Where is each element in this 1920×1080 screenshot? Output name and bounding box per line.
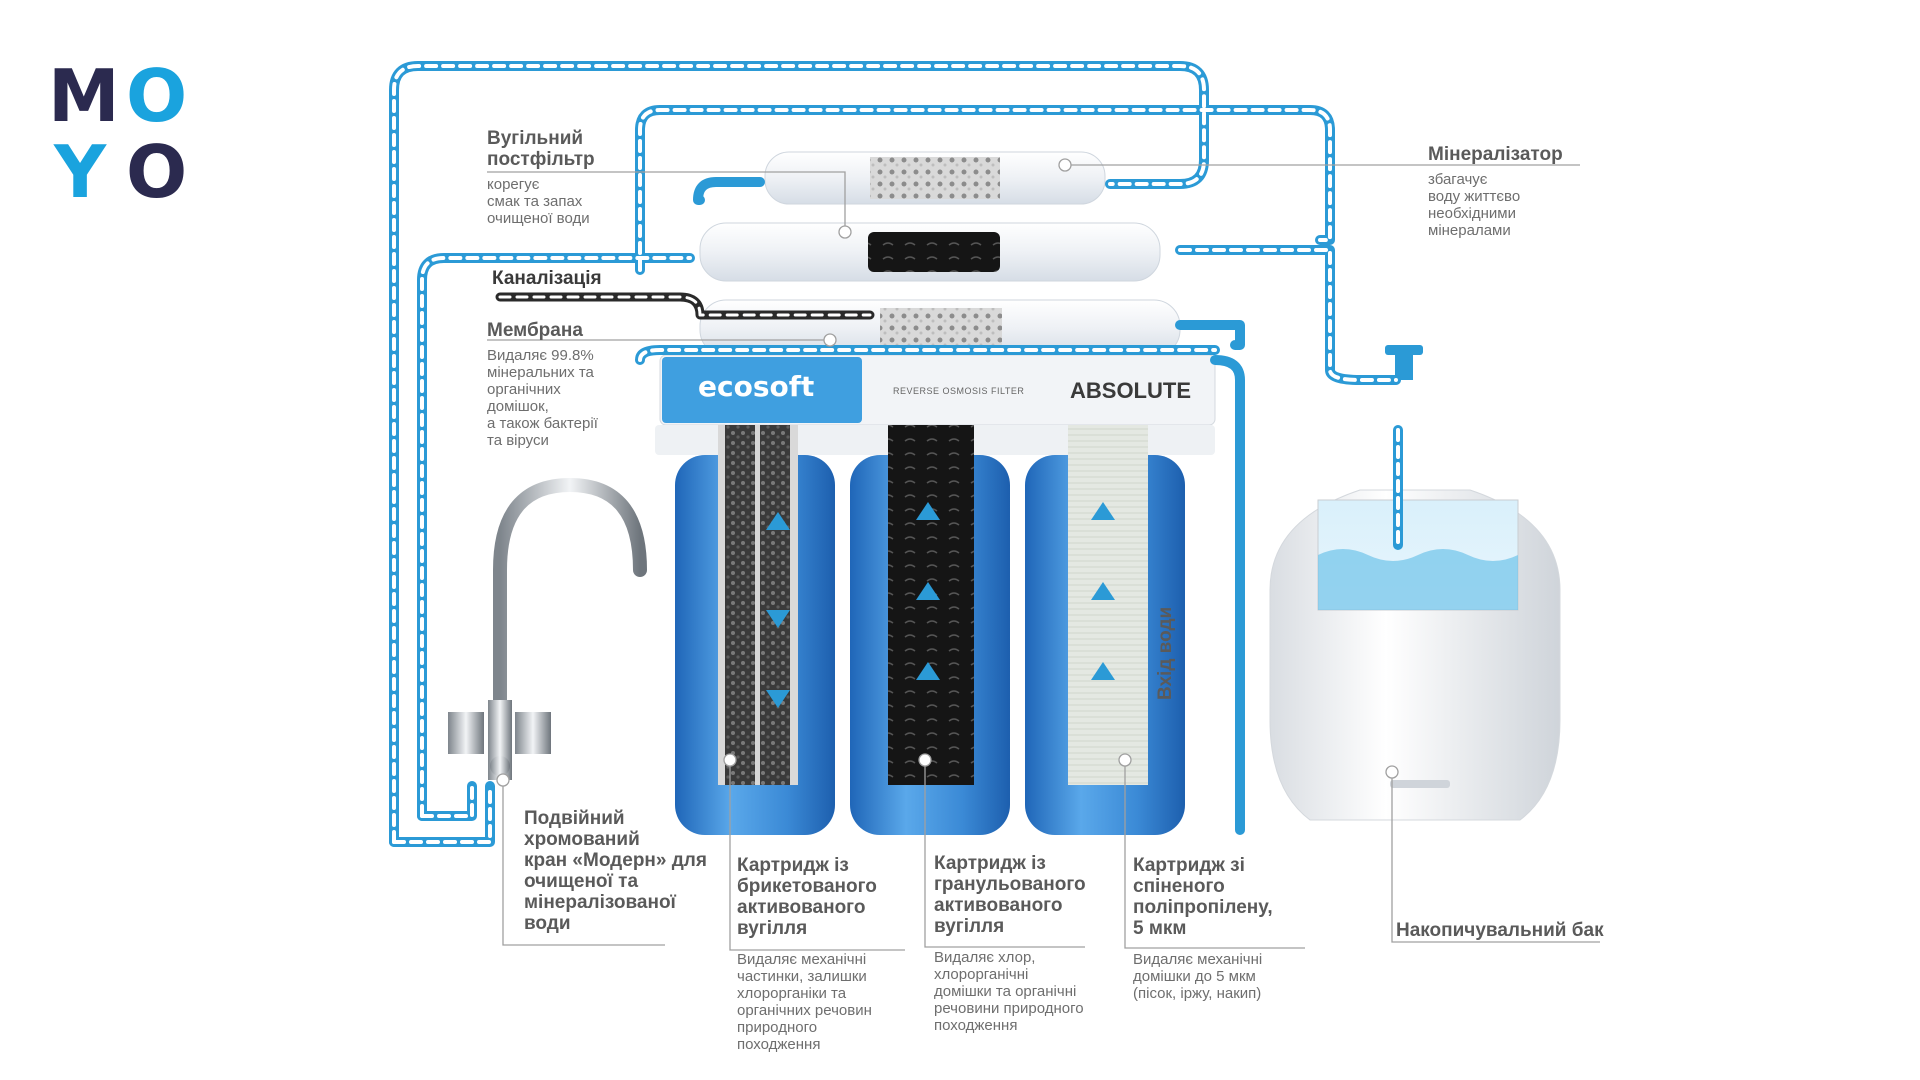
cartridge3-title-3: поліпропілену, <box>1133 897 1273 918</box>
brand-tagline: REVERSE OSMOSIS FILTER <box>893 386 1025 396</box>
cartridge1-desc-4: органічних речовин <box>737 1002 872 1019</box>
membrane-desc-4: домішок, <box>487 398 549 415</box>
cartridge1-title-2: брикетованого <box>737 876 877 897</box>
label-drain: Каналізація <box>492 268 602 289</box>
cartridge1-title-3: активованого <box>737 897 866 918</box>
label-cartridge-2: Картридж із гранульованого активованого … <box>934 853 1086 1034</box>
mineralizer-desc-4: мінералами <box>1428 222 1511 239</box>
faucet-title-4: очищеної та <box>524 871 639 892</box>
cartridge2-title-1: Картридж із <box>934 853 1046 874</box>
storage-tank <box>1269 345 1561 821</box>
cartridge1-title-1: Картридж із <box>737 855 849 876</box>
faucet-title-5: мінералізованої <box>524 892 676 913</box>
membrane-desc-2: мінеральних та <box>487 364 594 381</box>
mineralizer-desc-3: необхідними <box>1428 205 1517 222</box>
mineralizer-title: Мінералізатор <box>1428 144 1563 165</box>
label-postfilter: Вугільний постфільтр корегує смак та зап… <box>487 128 595 227</box>
mineralizer-desc-2: воду життєво <box>1428 188 1521 205</box>
postfilter-desc-1: корегує <box>487 176 540 193</box>
drain-pipe <box>495 292 875 320</box>
flow-arrows <box>766 502 1115 708</box>
cartridge3-desc-3: (пісок, іржу, накип) <box>1133 985 1262 1002</box>
label-tank: Накопичувальний бак <box>1396 920 1604 941</box>
pipes <box>389 61 1403 847</box>
housing-1 <box>675 425 835 835</box>
logo-letter-m: M <box>48 54 120 138</box>
label-cartridge-3: Картридж зі спіненого поліпропілену, 5 м… <box>1133 855 1273 1002</box>
faucet-title-1: Подвійний <box>524 808 625 829</box>
membrane-desc-6: та віруси <box>487 432 549 449</box>
faucet-title-2: хромований <box>524 829 640 850</box>
label-mineralizer: Мінералізатор збагачує воду життєво необ… <box>1428 144 1563 239</box>
faucet-title-3: кран «Модерн» для <box>524 850 707 871</box>
label-membrane: Мембрана Видаляє 99.8% мінеральних та ор… <box>487 320 598 449</box>
label-cartridge-1: Картридж із брикетованого активованого в… <box>737 855 877 1053</box>
housing-3 <box>1025 425 1185 835</box>
cartridge3-desc-2: домішки до 5 мкм <box>1133 968 1256 985</box>
cartridge2-title-2: гранульованого <box>934 874 1086 895</box>
cartridge3-title-2: спіненого <box>1133 876 1225 897</box>
membrane-desc-5: а також бактерії <box>487 415 598 432</box>
postfilter-title-1: Вугільний <box>487 128 584 149</box>
brand-ecosoft: ecosoft <box>698 370 815 403</box>
faucet-title-6: води <box>524 913 571 934</box>
mineralizer-desc-1: збагачує <box>1428 171 1488 188</box>
cartridge3-title-4: 5 мкм <box>1133 918 1187 939</box>
cartridge2-desc-4: речовини природного <box>934 1000 1084 1017</box>
postfilter-housing <box>699 222 1161 282</box>
postfilter-desc-3: очищеної води <box>487 210 590 227</box>
postfilter-title-2: постфільтр <box>487 149 595 170</box>
label-faucet: Подвійний хромований кран «Модерн» для о… <box>524 808 707 934</box>
cartridge1-desc-6: походження <box>737 1036 821 1053</box>
cartridge1-title-4: вугілля <box>737 918 808 939</box>
cartridge3-title-1: Картридж зі <box>1133 855 1245 876</box>
logo-letter-o1: O <box>126 54 188 138</box>
label-inlet: Вхід води <box>1155 606 1176 700</box>
leader-lines <box>487 158 1600 951</box>
postfilter-desc-2: смак та запах <box>487 193 583 210</box>
membrane-desc-1: Видаляє 99.8% <box>487 347 594 364</box>
faucet <box>448 477 647 780</box>
cartridge1-desc-3: хлорорганіки та <box>737 985 847 1002</box>
cartridge1-desc-5: природного <box>737 1019 818 1036</box>
cartridge2-title-3: активованого <box>934 895 1063 916</box>
cartridge2-desc-5: походження <box>934 1017 1018 1034</box>
moyo-logo[interactable]: M O Y O <box>48 60 198 210</box>
cartridge2-desc-2: хлорорганічні <box>934 966 1029 983</box>
cartridge1-desc-1: Видаляє механічні <box>737 951 867 968</box>
logo-letter-y: Y <box>54 130 107 214</box>
cartridge2-desc-3: домішки та органічні <box>934 983 1077 1000</box>
cartridge2-title-4: вугілля <box>934 916 1005 937</box>
membrane-desc-3: органічних <box>487 381 561 398</box>
housing-2 <box>850 425 1010 835</box>
membrane-title: Мембрана <box>487 320 583 341</box>
cartridge1-desc-2: частинки, залишки <box>737 968 867 985</box>
mineralizer-housing <box>764 151 1106 205</box>
brand-model: ABSOLUTE <box>1070 378 1191 403</box>
logo-letter-o2: O <box>126 130 188 214</box>
cartridge2-desc-1: Видаляє хлор, <box>934 949 1036 966</box>
cartridge3-desc-1: Видаляє механічні <box>1133 951 1263 968</box>
